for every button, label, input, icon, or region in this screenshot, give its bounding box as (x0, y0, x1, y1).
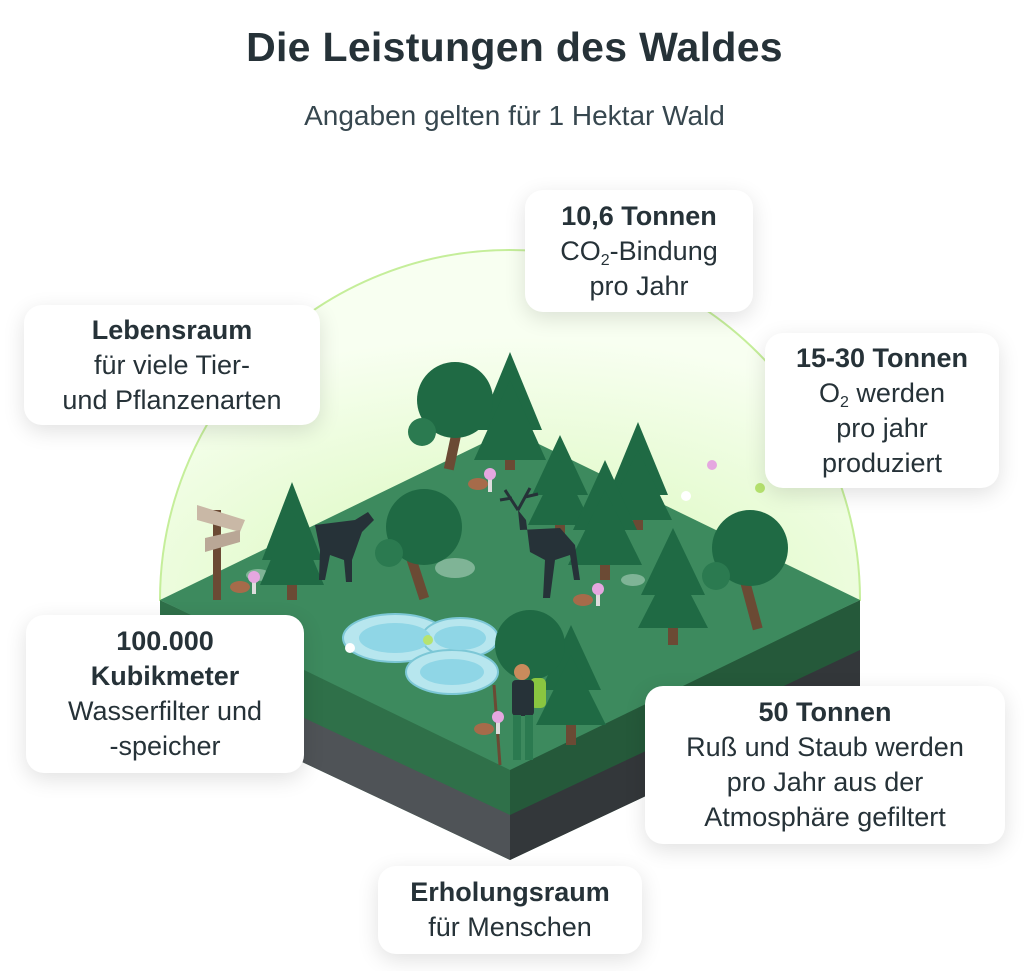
card-o2-line3: pro jahr (836, 412, 928, 443)
card-water-line4: -speicher (109, 731, 221, 761)
tree-icon (260, 352, 708, 745)
card-recreation: Erholungsraum für Menschen (378, 866, 642, 954)
card-co2: 10,6 Tonnen CO2-Bindung pro Jahr (525, 190, 753, 312)
card-habitat-bold: Lebensraum (91, 314, 253, 345)
card-water: 100.000 Kubikmeter Wasserfilter und -spe… (26, 615, 304, 773)
hiker-icon (492, 664, 546, 766)
deer-icon (315, 487, 580, 598)
card-dust-line4: Atmosphäre gefiltert (704, 802, 946, 832)
page-title: Die Leistungen des Waldes (246, 24, 783, 70)
card-water-bold2: Kubikmeter (90, 661, 240, 691)
card-water-bold1: 100.000 (116, 626, 214, 656)
pond-icon (342, 613, 499, 695)
card-dust-line3: pro Jahr aus der (726, 767, 924, 797)
card-recreation-line2: für Menschen (428, 912, 592, 942)
card-co2-bold: 10,6 Tonnen (561, 200, 717, 231)
mushroom-icon (230, 468, 604, 735)
card-o2: 15-30 Tonnen O2 werden pro jahr produzie… (765, 333, 999, 488)
card-dust-bold: 50 Tonnen (758, 697, 892, 727)
card-o2-line4: produziert (821, 447, 943, 478)
card-o2-bold: 15-30 Tonnen (795, 342, 969, 373)
card-water-line3: Wasserfilter und (67, 696, 263, 726)
butterfly-icon (345, 460, 765, 653)
card-co2-line2: CO2-Bindung (560, 235, 718, 269)
page-subtitle: Angaben gelten für 1 Hektar Wald (304, 100, 725, 131)
round-trees (375, 362, 788, 680)
ground-top (160, 430, 860, 770)
card-co2-line3: pro Jahr (589, 270, 689, 301)
card-dust-line2: Ruß und Staub werden (686, 732, 964, 762)
card-recreation-bold: Erholungsraum (410, 877, 610, 907)
card-o2-line2: O2 werden (819, 377, 945, 411)
card-habitat: Lebensraum für viele Tier- und Pflanzena… (24, 305, 320, 425)
card-dust: 50 Tonnen Ruß und Staub werden pro Jahr … (645, 686, 1005, 844)
signpost-icon (197, 505, 245, 600)
card-habitat-line3: und Pflanzenarten (62, 384, 282, 415)
card-habitat-line2: für viele Tier- (93, 349, 251, 380)
